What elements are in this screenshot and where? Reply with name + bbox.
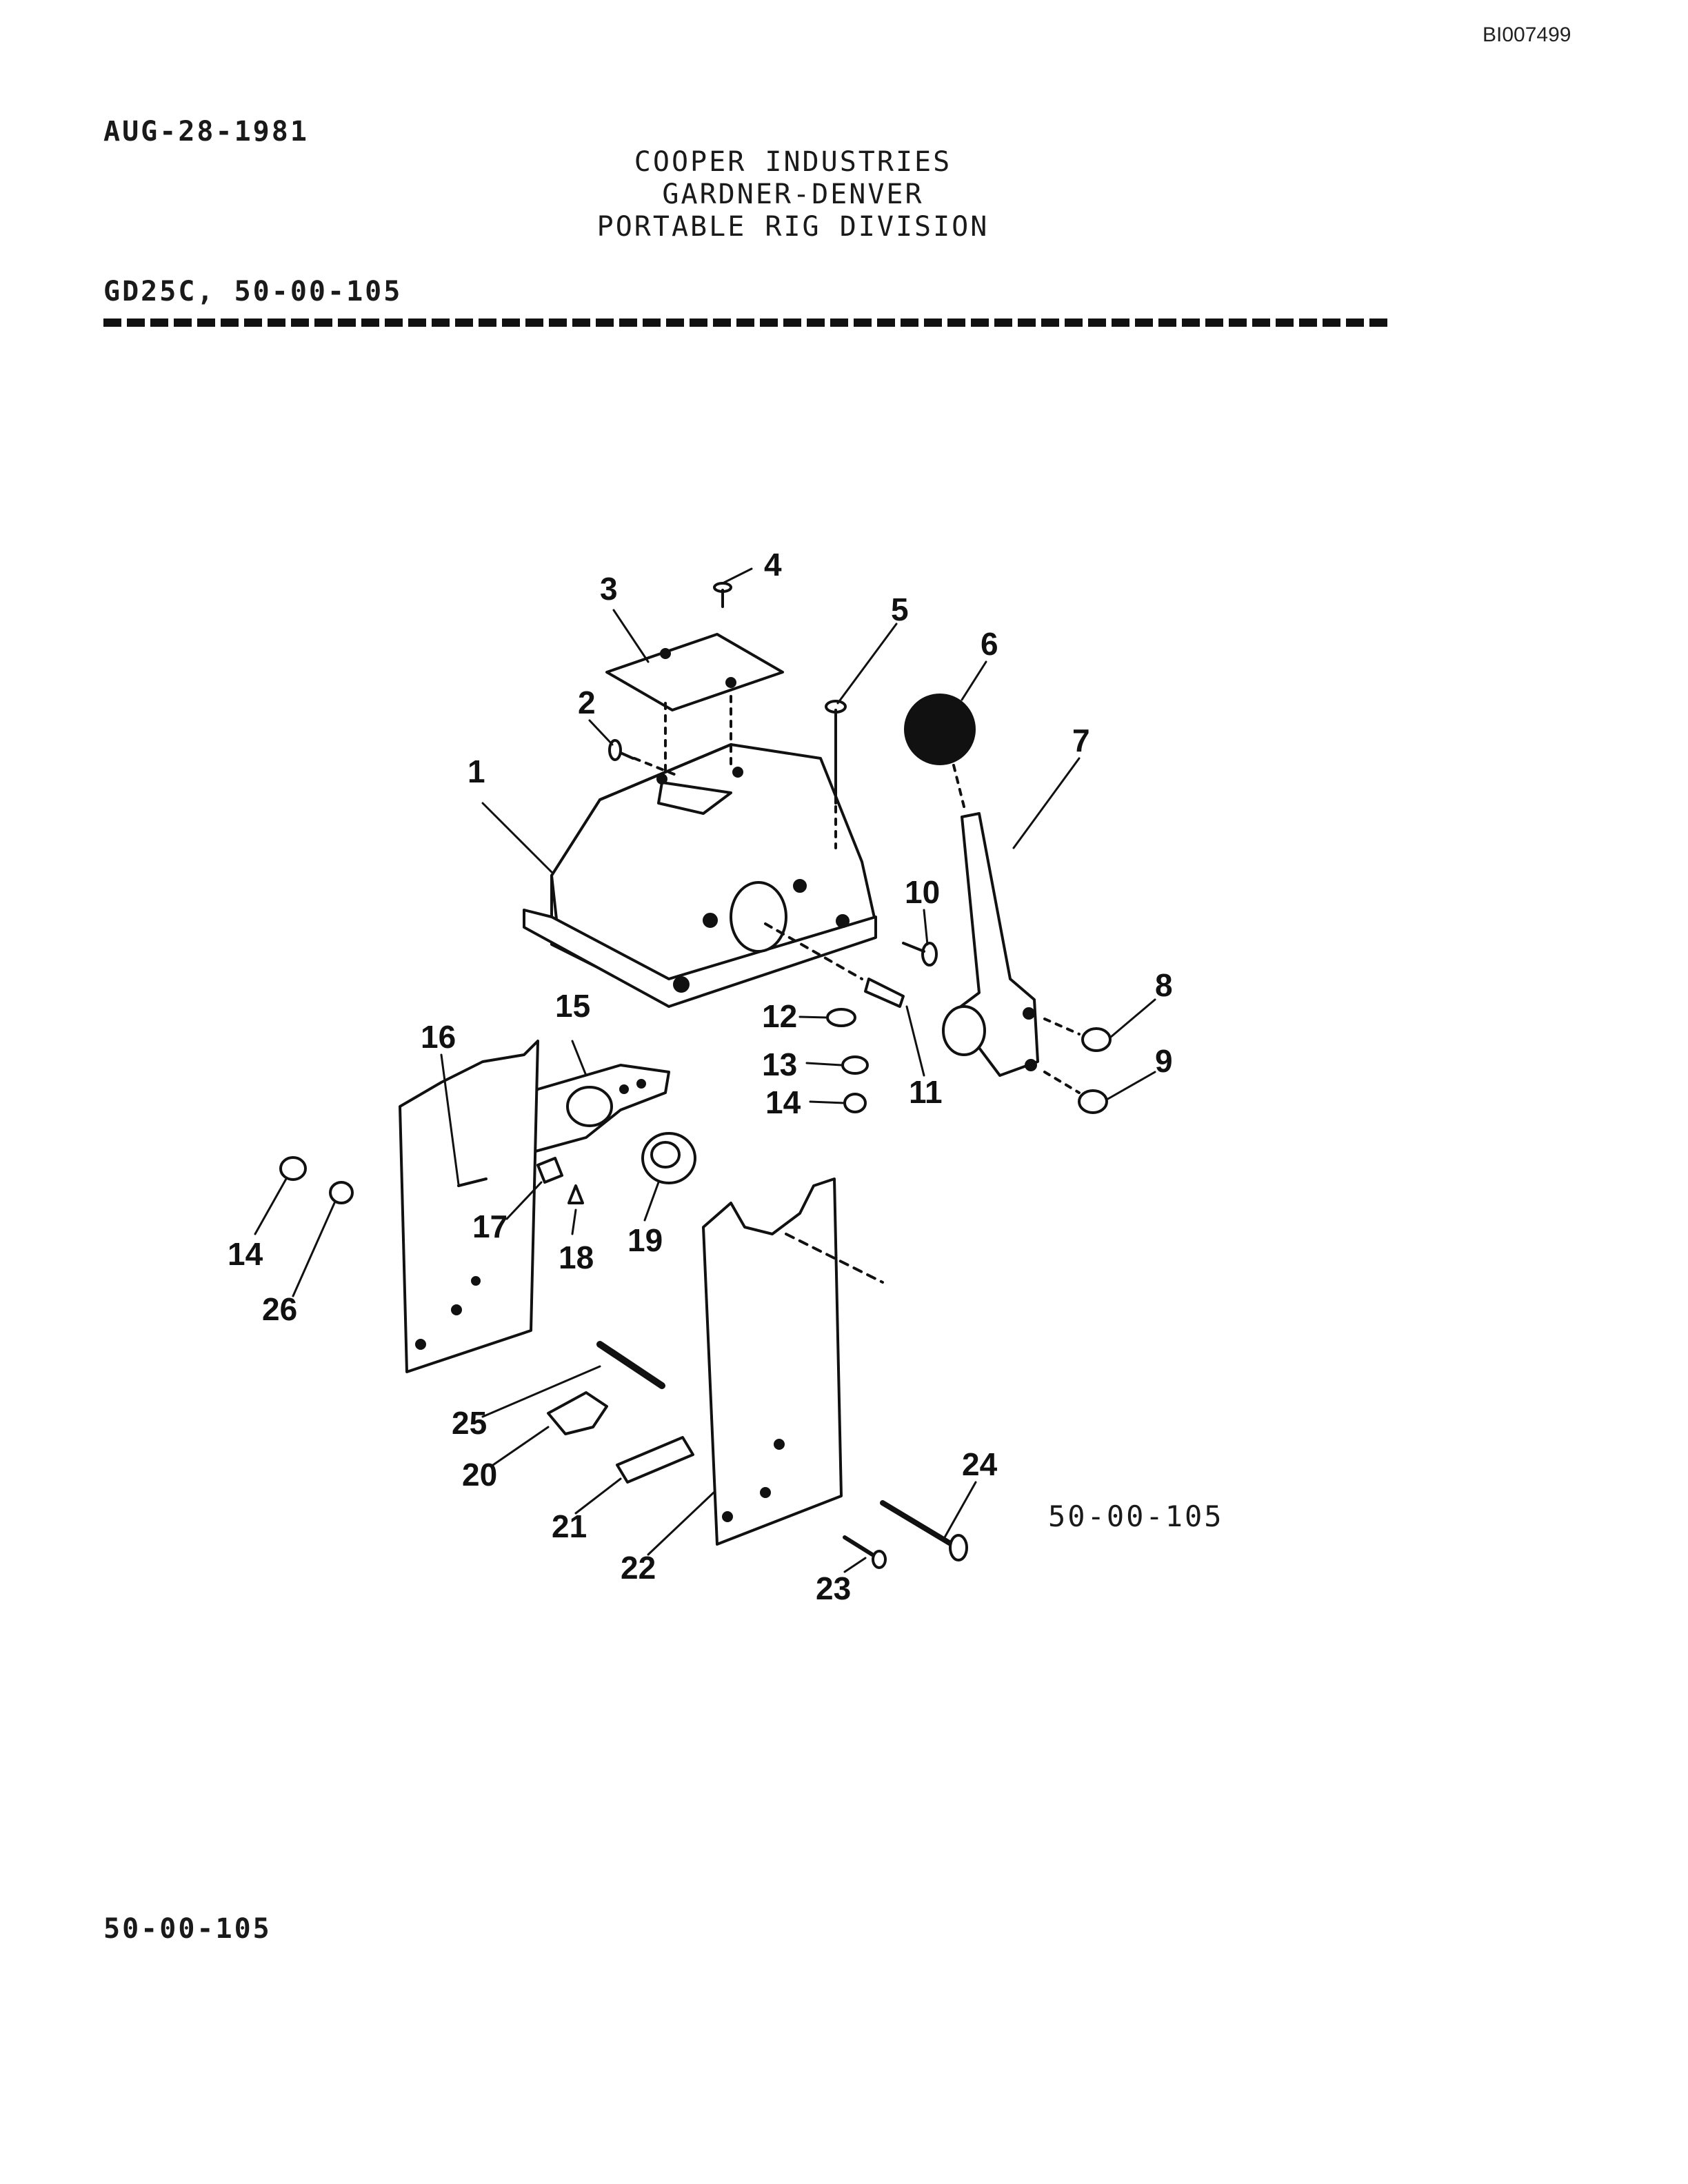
short-bolt bbox=[843, 1535, 887, 1569]
left-nut bbox=[279, 1156, 307, 1181]
right-mounting-plate bbox=[702, 1177, 884, 1546]
callout-9: 9 bbox=[1155, 1043, 1173, 1079]
cap-nut bbox=[567, 1184, 584, 1204]
callout-26: 26 bbox=[262, 1291, 297, 1327]
callout-16: 16 bbox=[421, 1019, 456, 1055]
lever-nut-lower bbox=[1078, 1089, 1108, 1114]
lever-nut-upper bbox=[1081, 1027, 1112, 1052]
callout-14a: 14 bbox=[765, 1084, 801, 1120]
company-header: COOPER INDUSTRIES GARDNER-DENVER PORTABL… bbox=[414, 146, 1172, 243]
callout-2: 2 bbox=[578, 685, 596, 720]
bellcrank-screw bbox=[457, 1177, 488, 1187]
lever-knob bbox=[904, 694, 976, 765]
left-washer bbox=[329, 1181, 354, 1204]
header-divider bbox=[103, 318, 1393, 327]
set-screw bbox=[902, 942, 938, 967]
callout-8: 8 bbox=[1155, 967, 1173, 1003]
callout-11: 11 bbox=[909, 1074, 943, 1110]
clamp-block bbox=[616, 1436, 694, 1484]
flat-washer bbox=[826, 1008, 856, 1027]
callout-4: 4 bbox=[764, 547, 782, 583]
callout-17: 17 bbox=[472, 1209, 508, 1244]
cover-screw bbox=[713, 582, 732, 608]
carriage-bolt bbox=[880, 1500, 968, 1561]
document-date: AUG-28-1981 bbox=[103, 116, 309, 148]
callout-24: 24 bbox=[962, 1446, 998, 1482]
control-lever bbox=[942, 812, 1039, 1077]
bushing bbox=[641, 1132, 696, 1184]
callout-25: 25 bbox=[452, 1405, 487, 1441]
callout-19: 19 bbox=[627, 1222, 663, 1258]
control-housing bbox=[523, 743, 877, 1008]
pivot-pin bbox=[764, 922, 905, 1008]
callout-18: 18 bbox=[559, 1240, 594, 1275]
pivot-rod bbox=[596, 1341, 665, 1389]
callout-13: 13 bbox=[762, 1046, 797, 1082]
callout-6: 6 bbox=[981, 626, 998, 662]
callout-21: 21 bbox=[552, 1508, 587, 1544]
callout-12: 12 bbox=[762, 998, 797, 1034]
company-division: PORTABLE RIG DIVISION bbox=[596, 211, 989, 243]
figure-reference: 50-00-105 bbox=[1048, 1499, 1224, 1533]
hex-nut bbox=[843, 1093, 867, 1113]
long-bolt bbox=[825, 700, 847, 849]
model-line: GD25C, 50-00-105 bbox=[103, 276, 403, 307]
callout-5: 5 bbox=[891, 592, 909, 627]
callout-10: 10 bbox=[905, 874, 940, 910]
callout-1: 1 bbox=[468, 754, 485, 789]
hex-bolt bbox=[536, 1157, 563, 1184]
cover-plate bbox=[605, 633, 784, 780]
callout-22: 22 bbox=[621, 1550, 656, 1586]
callout-23: 23 bbox=[816, 1570, 851, 1606]
callout-15: 15 bbox=[555, 988, 590, 1024]
lock-washer bbox=[841, 1055, 869, 1075]
callout-7: 7 bbox=[1072, 722, 1090, 758]
callout-20: 20 bbox=[462, 1457, 497, 1493]
page-footer-reference: 50-00-105 bbox=[103, 1913, 272, 1945]
company-subsidiary: GARDNER-DENVER bbox=[662, 179, 924, 210]
left-bracket-plate bbox=[399, 1040, 539, 1373]
callout-14b: 14 bbox=[228, 1236, 263, 1272]
callout-3: 3 bbox=[600, 571, 618, 607]
cable-clamp bbox=[547, 1391, 608, 1435]
document-id: BI007499 bbox=[1483, 23, 1571, 46]
company-name: COOPER INDUSTRIES bbox=[634, 146, 952, 178]
